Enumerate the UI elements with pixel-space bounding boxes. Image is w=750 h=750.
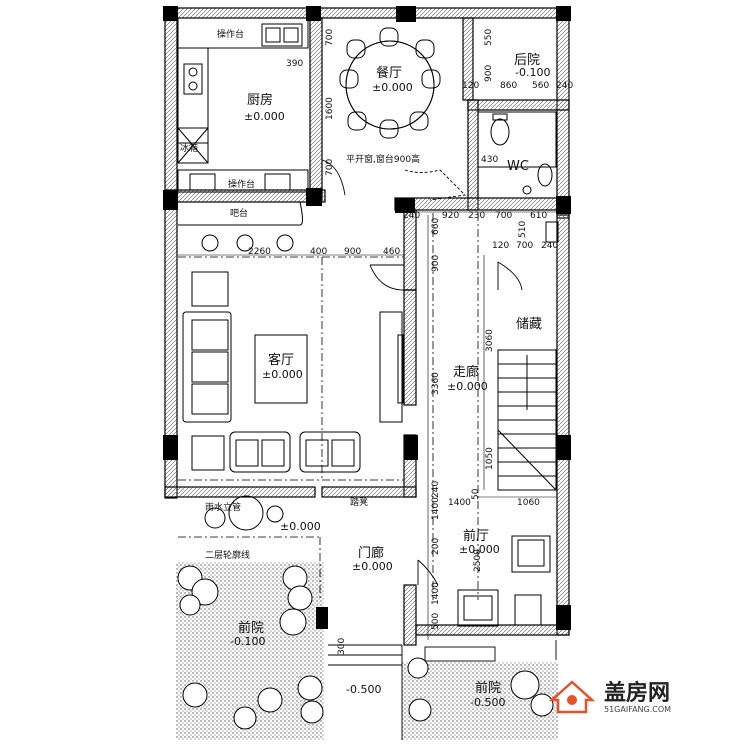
- dim-240-a: 240: [556, 81, 573, 91]
- annotations: 操作台 操作台 冰箱 吧台 平开窗,窗台900高 雨水立管 二层轮廓线 ±0.0…: [180, 28, 420, 696]
- corridor-name: 走廊: [453, 364, 479, 380]
- watermark-name: 盖房网: [604, 680, 670, 706]
- watermark-url: 51GAIFANG.COM: [604, 705, 671, 714]
- kitchen-name: 厨房: [247, 92, 273, 108]
- dining-table: [339, 27, 441, 139]
- dim-120-a: 120: [462, 81, 479, 91]
- wc-name: WC: [507, 159, 529, 174]
- dim-700-d: 700: [516, 241, 533, 251]
- step-level: -0.500: [346, 683, 381, 696]
- room-labels: 厨房 ±0.000 餐厅 ±0.000 后院 -0.100 WC 客厅 ±0.0…: [230, 53, 550, 709]
- fridge: [177, 127, 209, 164]
- dim-1400-b: 1400: [431, 497, 441, 520]
- dim-1400-a: 1400: [448, 498, 471, 508]
- porch-table: [204, 495, 284, 531]
- dim-2500: 2500: [473, 549, 483, 572]
- dim-700-a: 700: [325, 29, 335, 46]
- living-room-furniture: [182, 271, 404, 473]
- backyard-level: -0.100: [515, 66, 550, 79]
- dim-240-d: 240: [431, 481, 441, 498]
- dim-3360: 3360: [431, 372, 441, 395]
- front-yard-right-name: 前院: [475, 680, 501, 696]
- dim-120-b: 120: [492, 241, 509, 251]
- dim-660: 660: [431, 218, 441, 235]
- rain-pipe-label: 雨水立管: [205, 501, 241, 513]
- dining-name: 餐厅: [376, 65, 402, 81]
- house-logo-icon: [548, 680, 596, 714]
- dim-1050: 1050: [485, 447, 495, 470]
- wc-fixtures: [477, 111, 559, 243]
- backyard-name: 后院: [514, 53, 540, 68]
- dim-510: 510: [518, 221, 528, 238]
- dim-560: 560: [532, 81, 549, 91]
- dim-900-c: 900: [431, 255, 441, 272]
- bench-label: 踏凳: [350, 496, 368, 508]
- kitchen-counter-top: [177, 17, 309, 144]
- dim-390: 390: [286, 59, 303, 69]
- dim-700-c: 700: [495, 211, 512, 221]
- foyer-level: ±0.000: [459, 543, 500, 556]
- dim-2260: 2260: [248, 247, 271, 257]
- dim-900-a: 900: [484, 65, 494, 82]
- porch-table-level: ±0.000: [280, 520, 321, 533]
- front-yard-left-level: -0.100: [230, 635, 265, 648]
- window-note: 平开窗,窗台900高: [346, 153, 420, 165]
- doors: [321, 159, 523, 586]
- entrance-steps: [328, 640, 557, 740]
- counter-top-label: 操作台: [217, 28, 244, 40]
- watermark-logo: 盖房网 51GAIFANG.COM: [548, 680, 671, 714]
- storage-name: 储藏: [516, 317, 542, 332]
- dim-200: 200: [431, 538, 441, 555]
- living-name: 客厅: [268, 352, 294, 368]
- porch-name: 门廊: [358, 545, 384, 561]
- structural-columns: [163, 6, 571, 630]
- dim-900-b: 900: [344, 247, 361, 257]
- trees: [177, 565, 554, 730]
- corridor-level: ±0.000: [447, 380, 488, 393]
- dim-920: 920: [442, 211, 459, 221]
- staircase: [497, 349, 557, 491]
- porch-level: ±0.000: [352, 560, 393, 573]
- walls: [164, 7, 570, 646]
- dim-1400-c: 1400: [431, 582, 441, 605]
- dining-level: ±0.000: [372, 81, 413, 94]
- counter-bottom-label: 操作台: [228, 178, 255, 190]
- dim-460: 460: [383, 247, 400, 257]
- dim-240-b: 240: [403, 211, 420, 221]
- fridge-label: 冰箱: [180, 142, 198, 154]
- foyer-furniture: [457, 535, 551, 627]
- front-yard-left-name: 前院: [238, 620, 264, 636]
- dim-610: 610: [530, 211, 547, 221]
- bar-label: 吧台: [230, 207, 248, 219]
- dim-50-a: 50: [471, 488, 481, 500]
- dim-1060: 1060: [517, 498, 540, 508]
- kitchen-level: ±0.000: [244, 110, 285, 123]
- dim-400: 400: [310, 247, 327, 257]
- dim-550: 550: [484, 29, 494, 46]
- dim-240-c: 240: [541, 241, 558, 251]
- dim-1600: 1600: [325, 97, 335, 120]
- living-level: ±0.000: [262, 368, 303, 381]
- grid-axis-lines: [178, 213, 479, 600]
- dimension-lines: [178, 211, 557, 640]
- dim-860: 860: [500, 81, 517, 91]
- dim-230: 230: [468, 211, 485, 221]
- dim-500: 500: [431, 613, 441, 630]
- bar-counter: [178, 201, 303, 252]
- dim-700-b: 700: [325, 159, 335, 176]
- dim-3060: 3060: [485, 329, 495, 352]
- upper-outline-label: 二层轮廓线: [205, 549, 250, 561]
- dimension-labels: 390 700 1600 700 550 900 120 860 560 240…: [248, 29, 573, 655]
- front-yard-right-level: -0.500: [470, 696, 505, 709]
- dim-300: 300: [337, 638, 347, 655]
- kitchen-counter-bottom: [177, 169, 309, 193]
- foyer-name: 前厅: [463, 528, 489, 544]
- dim-430: 430: [481, 155, 498, 165]
